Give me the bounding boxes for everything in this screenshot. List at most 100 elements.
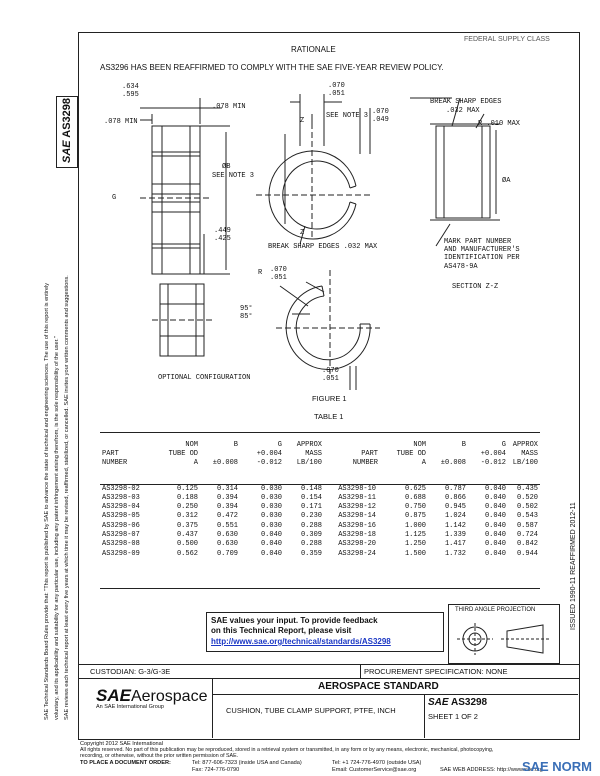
table-cell: 0.359 [300,549,322,558]
rights-line-1: All rights reserved. No part of this pub… [80,747,494,753]
optional-config-end-view [276,270,380,390]
table-cell: 0.040 [484,503,506,512]
table-cell: AS3298-24 [338,549,376,558]
aerospace-standard-heading: AEROSPACE STANDARD [318,681,439,692]
dim-070-right: .070 [372,108,389,116]
table-cell: AS3298-08 [102,540,140,549]
sae-aerospace-logo: SAEAerospace An SAE International Group [96,686,207,710]
doc-number: AS3298 [450,697,488,708]
table-cell: 0.866 [444,493,466,502]
table-cell: AS3298-20 [338,540,376,549]
table-cell: 0.394 [216,503,238,512]
end-view-c-ring [256,94,372,245]
table-cell: 0.437 [176,531,198,540]
table-cell: 0.288 [300,540,322,549]
break-sharp-edges-section-1: BREAK SHARP EDGES [430,98,502,106]
table-cell: 0.472 [216,512,238,521]
table-cell: 0.040 [484,521,506,530]
table-cell: AS3298-14 [338,512,376,521]
table-cell: 0.709 [216,549,238,558]
web-address[interactable]: SAE WEB ADDRESS: http://www.sae.org [440,767,543,773]
side-doc-number: AS3298 [61,97,73,138]
projection-box: THIRD ANGLE PROJECTION [448,604,560,664]
radius-051: .051 [270,274,287,282]
section-marker-z-top: Z [300,117,305,125]
order-label: TO PLACE A DOCUMENT ORDER: [80,760,171,766]
section-marker-z-bottom: Z [300,229,305,237]
table-cell: 1.024 [444,512,466,521]
side-logo-box: SAE AS3298 [56,96,78,168]
table-cell: 0.875 [404,512,426,521]
figure-label: FIGURE 1 [312,394,347,403]
section-zz-label: SECTION Z-Z [452,283,499,291]
custodian: CUSTODIAN: G-3/G-3E [90,667,171,676]
table-cell: 0.154 [300,493,322,502]
table-cell: AS3298-03 [102,493,140,502]
table-cell: AS3298-06 [102,521,140,530]
issue-dates: ISSUED 1990-11 REAFFIRMED 2012-11 [570,502,577,630]
dim-634: .634 [122,83,139,91]
table-cell: 1.250 [404,540,426,549]
table-cell: 1.732 [444,549,466,558]
break-sharp-edges-section-2: .032 MAX [446,107,480,115]
side-view [140,98,230,275]
table-cell: AS3298-12 [338,503,376,512]
table-cell: 0.787 [444,484,466,493]
table-cell: 0.944 [516,549,538,558]
watermark: SAE NORM [521,759,592,774]
table-cell: 0.040 [484,484,506,493]
disclaimer-3: SAE reviews each technical report at lea… [64,275,70,720]
tel-intl: Tel: +1 724-776-4970 (outside USA) [332,760,422,766]
optional-config-side-view [152,283,214,357]
table-cell: AS3298-09 [102,549,140,558]
angle-95: 95° [240,305,253,313]
table-cell: 0.500 [176,540,198,549]
tel-usa: Tel: 877-606-7323 (inside USA and Canada… [192,760,302,766]
radius-070: .070 [270,266,287,274]
doc-number-block: SAE AS3298 [428,697,487,708]
mark-note-1: MARK PART NUMBER [444,238,512,246]
table-cell: 0.125 [176,484,198,493]
feedback-link[interactable]: http://www.sae.org/technical/standards/A… [211,637,391,646]
dim-595: .595 [122,91,139,99]
optional-configuration-label: OPTIONAL CONFIGURATION [158,374,251,382]
dim-051-bottom: .051 [322,375,339,383]
dim-g: G [112,194,117,202]
section-z-z [410,97,500,247]
table-cell: AS3298-18 [338,531,376,540]
document-title: CUSHION, TUBE CLAMP SUPPORT, PTFE, INCH [226,706,396,715]
table-cell: 0.030 [260,512,282,521]
table-cell: AS3298-02 [102,484,140,493]
mark-note-2: AND MANUFACTURER'S [444,246,520,254]
sheet-number: SHEET 1 OF 2 [428,712,478,721]
table-cell: 0.630 [216,540,238,549]
table-cell: 0.288 [300,521,322,530]
feedback-box: SAE values your input. To provide feedba… [206,612,444,652]
table-cell: 0.562 [176,549,198,558]
table-cell: 0.724 [516,531,538,540]
table-cell: 0.435 [516,484,538,493]
feedback-line-2: on this Technical Report, please visit [211,626,352,635]
table-cell: AS3298-16 [338,521,376,530]
procurement-spec: PROCUREMENT SPECIFICATION: NONE [364,667,508,676]
break-sharp-edges-note: BREAK SHARP EDGES .032 MAX [268,243,378,251]
stamp-text: FEDERAL SUPPLY CLASS [464,36,550,43]
table-cell: 0.625 [404,484,426,493]
dim-070-top: .070 [328,82,345,90]
mark-note-3: IDENTIFICATION PER [444,254,520,262]
drawing-frame [78,32,580,740]
dim-051-top: .051 [328,90,345,98]
table-cell: 0.375 [176,521,198,530]
table-cell: 0.040 [484,493,506,502]
table-cell: AS3298-05 [102,512,140,521]
dim-phi-a: ØA [502,177,511,185]
